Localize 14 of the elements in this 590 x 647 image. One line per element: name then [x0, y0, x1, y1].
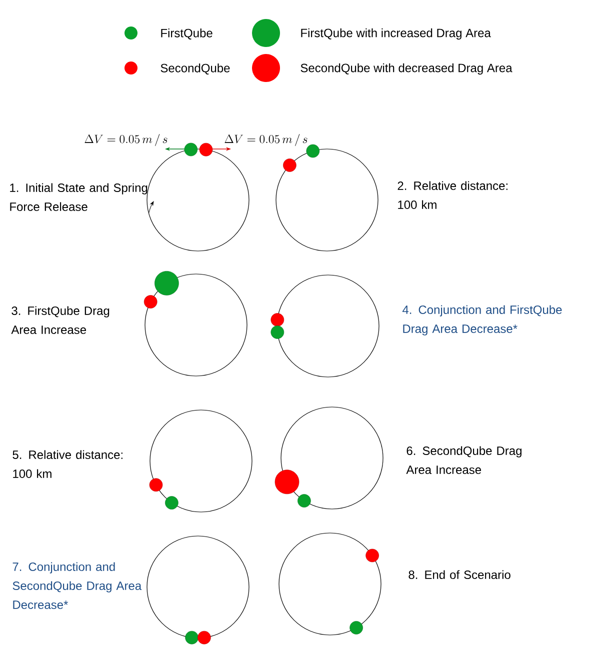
legend-text: SecondQube: [160, 64, 230, 74]
step-label: 4. Conjunction and FirstQube Drag Area Decrease*: [402, 305, 562, 336]
step-label: 3. FirstQube Drag Area Increase: [11, 306, 110, 334]
step-label: 1. Initial State and Spring Force Release: [10, 183, 148, 211]
step-label: 8. End of Scenario: [408, 570, 510, 579]
legend-text: FirstQube with increased Drag Area: [301, 28, 491, 40]
step-label: 6. SecondQube Drag Area Increase: [406, 446, 522, 474]
delta-v-formula: $\Delta V = 0.05\, m\, /\, s$: [84, 134, 168, 146]
legend-text: FirstQube: [161, 28, 212, 40]
step-label: 5. Relative distance: 100 km: [12, 450, 122, 478]
delta-v-formula: $\Delta V = 0.05\, m\, /\, s$: [224, 134, 308, 146]
step-label: 2. Relative distance: 100 km: [398, 181, 508, 209]
legend-text: SecondQube with decreased Drag Area: [300, 63, 512, 75]
step-label: 7. Conjunction and SecondQube Drag Area Decrease*: [12, 562, 142, 609]
